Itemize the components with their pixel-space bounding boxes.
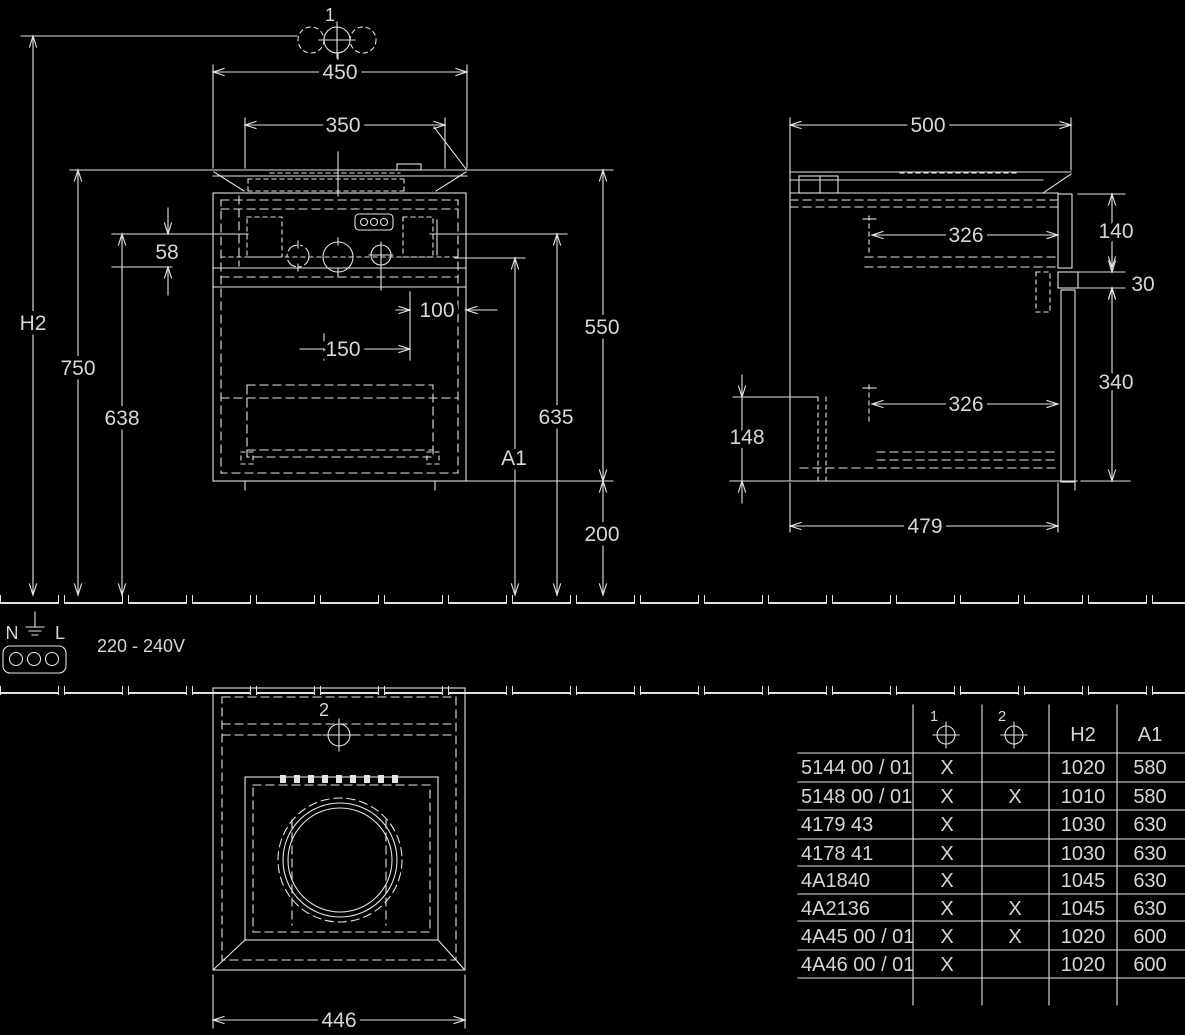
dim-750: 750: [60, 357, 95, 380]
dim-635: 635: [538, 406, 573, 429]
cell-a1: 630: [1133, 898, 1166, 920]
header-tap2-label: 2: [998, 708, 1006, 725]
table-row: 4A45 00 / 01 X X 1020 600: [801, 926, 1167, 948]
socket-symbol-front: [354, 213, 394, 231]
dim-58: 58: [155, 241, 178, 264]
cell-tap2: X: [1008, 898, 1021, 920]
front-view: 1 H2 750 638 58 450 350: [15, 5, 624, 597]
spec-table: 1 2 H2 A1 5144 00 / 01 X 1020 580 5148 0…: [797, 704, 1185, 1006]
cell-model: 5144 00 / 01: [801, 757, 912, 779]
cell-model: 4A1840: [801, 870, 870, 892]
dim-326-top: 326: [948, 224, 983, 247]
tap-hole-symbol-2: 2: [319, 700, 356, 752]
table-row: 4178 41 X 1030 630: [801, 843, 1167, 865]
cell-tap1: X: [940, 954, 953, 976]
side-view: 500 326 140 30: [725, 110, 1159, 543]
dim-340: 340: [1098, 371, 1133, 394]
dim-446: 446: [321, 1009, 356, 1032]
cell-a1: 580: [1133, 786, 1166, 808]
wall-line-upper: [0, 595, 1185, 604]
terminal-n-label: N: [6, 623, 19, 643]
cell-h2: 1020: [1061, 954, 1106, 976]
cell-tap2: X: [1008, 926, 1021, 948]
cell-a1: 580: [1133, 757, 1166, 779]
cell-tap1: X: [940, 898, 953, 920]
cell-model: 4A2136: [801, 898, 870, 920]
table-row: 4A2136 X X 1045 630: [801, 898, 1167, 920]
dim-150: 150: [325, 338, 360, 361]
cell-h2: 1030: [1061, 843, 1106, 865]
dim-h2: H2: [20, 312, 47, 335]
terminal-l-label: L: [55, 623, 65, 643]
dim-350: 350: [325, 114, 360, 137]
cell-model: 5148 00 / 01: [801, 786, 912, 808]
cell-a1: 630: [1133, 843, 1166, 865]
cell-tap1: X: [940, 786, 953, 808]
cell-a1: 600: [1133, 954, 1166, 976]
plumbing-outlets: [286, 237, 394, 291]
header-tap1-label: 1: [930, 708, 938, 725]
cell-tap1: X: [940, 843, 953, 865]
dim-200: 200: [584, 523, 619, 546]
cell-tap1: X: [940, 870, 953, 892]
cell-tap1: X: [940, 926, 953, 948]
cell-tap1: X: [940, 757, 953, 779]
table-header: 1 2 H2 A1: [930, 708, 1162, 749]
cell-model: 4178 41: [801, 843, 873, 865]
drain-hole: [277, 797, 403, 923]
table-row: 4179 43 X 1030 630: [801, 814, 1167, 836]
dim-100: 100: [419, 299, 454, 322]
bottom-view: 2 446: [211, 687, 467, 1035]
dim-550: 550: [584, 316, 619, 339]
table-row: 4A46 00 / 01 X 1020 600: [801, 954, 1167, 976]
dim-479: 479: [907, 515, 942, 538]
voltage-label: 220 - 240V: [97, 636, 185, 656]
cell-h2: 1020: [1061, 757, 1106, 779]
dim-326-bottom: 326: [948, 393, 983, 416]
table-row: 4A1840 X 1045 630: [801, 870, 1167, 892]
header-a1: A1: [1138, 724, 1162, 746]
cell-tap2: X: [1008, 786, 1021, 808]
wall-line-lower: [0, 686, 1185, 695]
power-info: N L 220 - 240V: [2, 611, 185, 674]
dim-638: 638: [104, 407, 139, 430]
cell-h2: 1010: [1061, 786, 1106, 808]
tap-symbol-1-label: 1: [325, 5, 335, 25]
cell-tap1: X: [940, 814, 953, 836]
dim-500: 500: [910, 114, 945, 137]
cell-h2: 1020: [1061, 926, 1106, 948]
cell-model: 4A45 00 / 01: [801, 926, 914, 948]
dim-148: 148: [729, 426, 764, 449]
cell-a1: 630: [1133, 870, 1166, 892]
table-row: 5148 00 / 01 X X 1010 580: [801, 786, 1167, 808]
cell-h2: 1045: [1061, 898, 1106, 920]
dim-30: 30: [1131, 273, 1154, 296]
dim-140: 140: [1098, 220, 1133, 243]
table-row: 5144 00 / 01 X 1020 580: [801, 757, 1167, 779]
header-h2: H2: [1070, 724, 1096, 746]
cell-h2: 1045: [1061, 870, 1106, 892]
ground-icon: [25, 611, 45, 636]
tap-hole-symbol-1: 1: [297, 5, 377, 67]
dim-a1: A1: [501, 447, 527, 470]
cell-model: 4179 43: [801, 814, 873, 836]
socket-icon: [2, 645, 67, 674]
cell-model: 4A46 00 / 01: [801, 954, 914, 976]
cell-a1: 600: [1133, 926, 1166, 948]
tap-symbol-2-label: 2: [319, 700, 329, 720]
cell-a1: 630: [1133, 814, 1166, 836]
dim-450: 450: [322, 61, 357, 84]
cell-h2: 1030: [1061, 814, 1106, 836]
